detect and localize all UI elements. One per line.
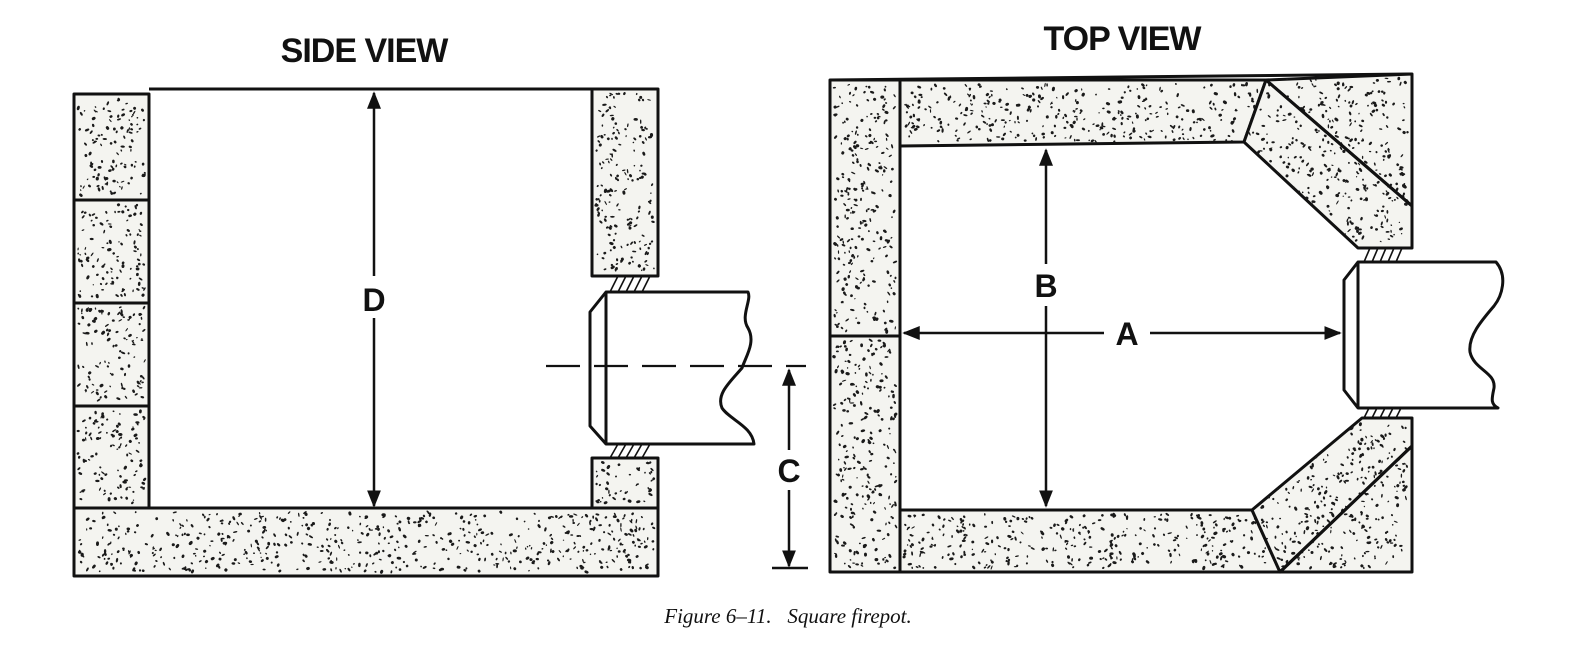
side-right-wall-upper bbox=[590, 87, 660, 278]
dimension-a-label: A bbox=[1115, 316, 1138, 352]
top-view: TOP VIEW bbox=[828, 20, 1505, 574]
side-left-brick-3 bbox=[72, 301, 151, 408]
top-left-wall-lower bbox=[828, 334, 902, 574]
dimension-c-label: C bbox=[777, 453, 800, 489]
side-view: SIDE VIEW bbox=[72, 32, 808, 578]
side-left-brick-1 bbox=[72, 92, 151, 202]
top-lower-diagonal-joint bbox=[1278, 444, 1414, 574]
top-lower-wall bbox=[898, 508, 1282, 574]
side-burner-tube bbox=[588, 290, 756, 446]
side-left-wall bbox=[72, 92, 151, 510]
side-left-brick-2 bbox=[72, 198, 151, 305]
top-view-title: TOP VIEW bbox=[1043, 20, 1202, 58]
dimension-d-label-bg bbox=[356, 276, 392, 318]
dimension-d-label: D bbox=[362, 282, 385, 318]
top-burner-tube bbox=[1342, 260, 1505, 410]
dimension-b-label: B bbox=[1034, 268, 1057, 304]
side-burner-threads bbox=[609, 275, 651, 459]
dimension-c-label-bg bbox=[771, 450, 807, 490]
side-left-brick-4 bbox=[72, 404, 151, 510]
top-left-wall-upper bbox=[828, 78, 902, 338]
top-upper-wall bbox=[898, 78, 1268, 148]
figure-caption: Figure 6–11. Square firepot. bbox=[663, 604, 912, 628]
top-upper-diagonal-joint bbox=[1265, 78, 1413, 208]
side-view-title: SIDE VIEW bbox=[281, 32, 450, 70]
top-outline-top bbox=[829, 72, 1413, 82]
side-right-wall-lower bbox=[590, 456, 660, 510]
side-floor-slab bbox=[72, 506, 660, 578]
